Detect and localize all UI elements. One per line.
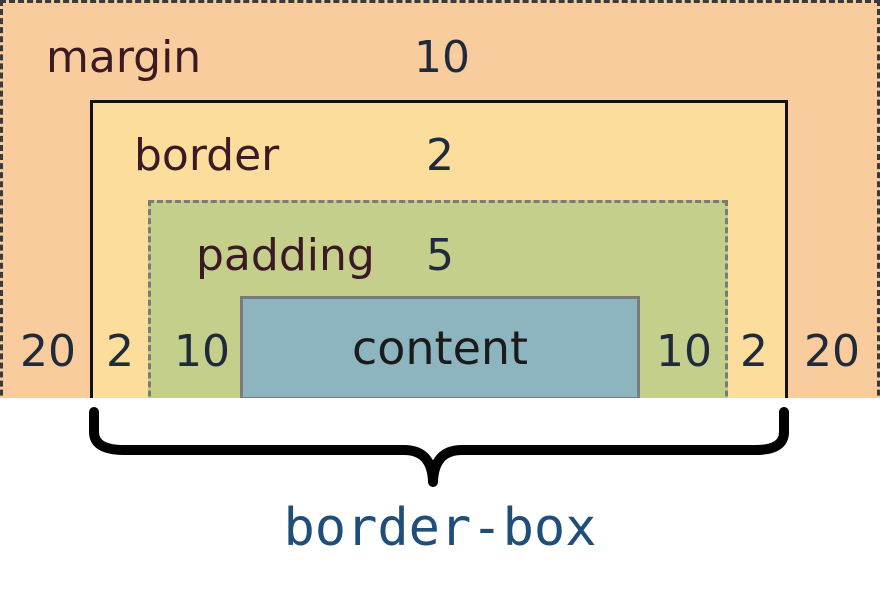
margin-top-value: 10 xyxy=(414,32,470,83)
caption-label: border-box xyxy=(283,498,597,558)
border-label: border xyxy=(134,130,280,181)
box-model-diagram: content margin 10 border 2 padding 5 20 … xyxy=(0,0,880,398)
margin-left-value: 20 xyxy=(20,326,76,377)
padding-right-value: 10 xyxy=(656,326,712,377)
border-right-value: 2 xyxy=(740,326,768,377)
curly-brace-icon xyxy=(89,407,789,487)
padding-left-value: 10 xyxy=(174,326,230,377)
margin-label: margin xyxy=(46,32,202,83)
border-top-value: 2 xyxy=(426,130,454,181)
margin-right-value: 20 xyxy=(804,326,860,377)
border-left-value: 2 xyxy=(106,326,134,377)
content-area: content xyxy=(240,296,640,398)
content-label: content xyxy=(351,321,529,375)
padding-label: padding xyxy=(196,230,375,281)
padding-top-value: 5 xyxy=(426,230,454,281)
